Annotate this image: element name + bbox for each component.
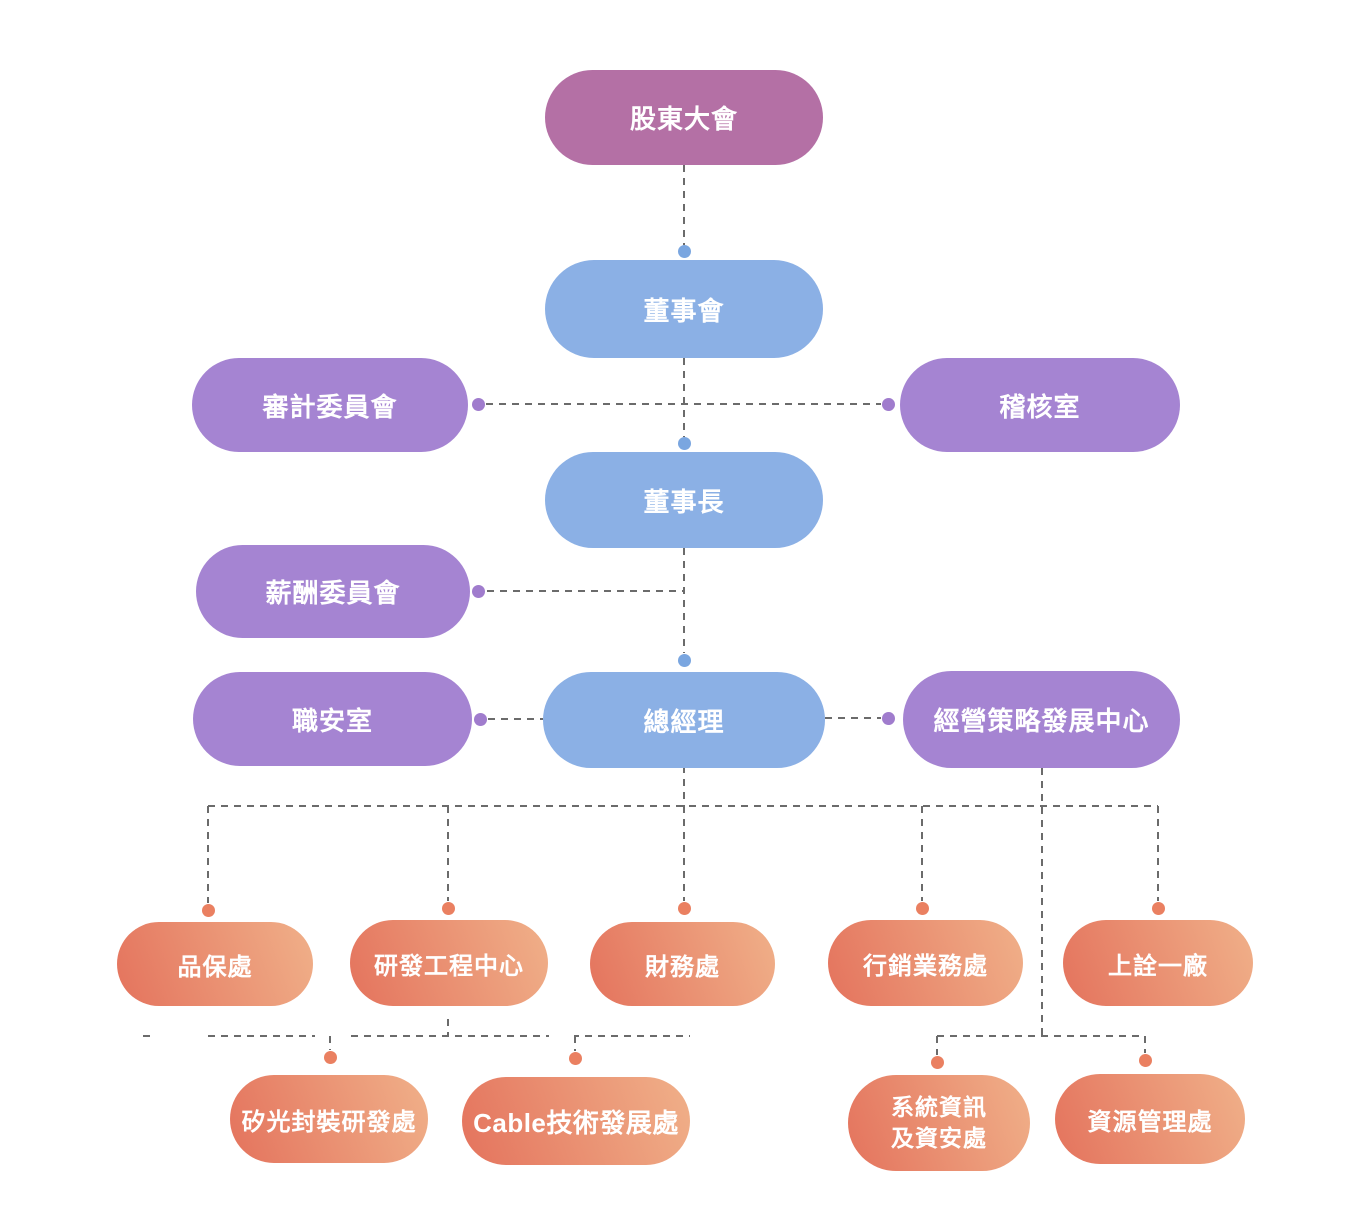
node-silicon-photonics-packaging: 矽光封裝研發處	[230, 1075, 428, 1163]
connector-dot	[916, 902, 929, 915]
connector-dot	[472, 398, 485, 411]
connector-dot	[678, 654, 691, 667]
connector-dot	[931, 1056, 944, 1069]
connector-dot	[882, 398, 895, 411]
node-audit-committee: 審計委員會	[192, 358, 468, 452]
node-marketing-sales: 行銷業務處	[828, 920, 1023, 1006]
connector-dot	[472, 585, 485, 598]
connector-dot	[882, 712, 895, 725]
node-resource-management: 資源管理處	[1055, 1074, 1245, 1164]
node-finance: 財務處	[590, 922, 775, 1006]
connector-dot	[1139, 1054, 1152, 1067]
whiteout-erase-fragment	[152, 1029, 206, 1043]
connector-dot	[569, 1052, 582, 1065]
node-audit-office: 稽核室	[900, 358, 1180, 452]
node-cable-tech-development: Cable技術發展處	[462, 1077, 690, 1165]
connector-dot	[678, 245, 691, 258]
connector-dot	[1152, 902, 1165, 915]
node-shareholders-meeting: 股東大會	[545, 70, 823, 165]
node-rnd-engineering-center: 研發工程中心	[350, 920, 548, 1006]
node-occupational-safety-office: 職安室	[193, 672, 472, 766]
node-general-manager: 總經理	[543, 672, 825, 768]
connector-dot	[678, 437, 691, 450]
node-system-info-security: 系統資訊 及資安處	[848, 1075, 1030, 1171]
connector-dot	[474, 713, 487, 726]
connector-dot	[442, 902, 455, 915]
whiteout-stroke-vertical-left	[315, 818, 347, 1074]
node-quality-assurance: 品保處	[117, 922, 313, 1006]
connector-dot	[202, 904, 215, 917]
node-board-of-directors: 董事會	[545, 260, 823, 358]
connector-dot	[324, 1051, 337, 1064]
whiteout-stroke-vertical-right	[549, 810, 574, 1073]
node-factory-one: 上詮一廠	[1063, 920, 1253, 1006]
node-strategy-development-center: 經營策略發展中心	[903, 671, 1180, 768]
node-chairman: 董事長	[545, 452, 823, 548]
connector-dot	[678, 902, 691, 915]
node-compensation-committee: 薪酬委員會	[196, 545, 470, 638]
